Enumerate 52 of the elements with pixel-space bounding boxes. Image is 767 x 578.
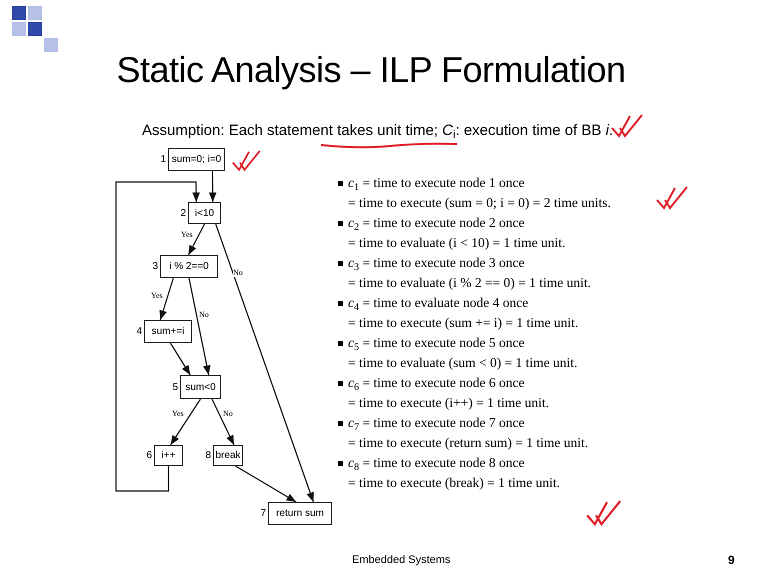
node-number: 7: [260, 507, 266, 521]
edge-label: Yes: [181, 230, 193, 239]
node-text: return sum: [276, 507, 324, 521]
formula-text: c$_{5}$ = time to execute node 5 once: [348, 334, 524, 353]
node-number: 4: [136, 325, 142, 339]
formula-text: = time to execute (sum = 0; i = 0) = 2 time units.: [348, 194, 611, 212]
arrow: [170, 342, 191, 376]
node-text: i++: [162, 449, 176, 463]
formula-text: c$_{3}$ = time to execute node 3 once: [348, 254, 524, 273]
node-text: sum<0: [185, 380, 216, 394]
formula-text: c$_{4}$ = time to evaluate node 4 once: [348, 294, 528, 313]
formula-text: c$_{6}$ = time to execute node 6 once: [348, 374, 524, 393]
arrow: [188, 278, 211, 376]
node-number: 5: [172, 380, 178, 394]
formula-text: = time to execute (break) = 1 time unit.: [348, 474, 560, 492]
node-number: 6: [146, 449, 152, 463]
node-number: 1: [160, 153, 166, 167]
edge-label: Yes: [172, 409, 184, 418]
footer-text: Embedded Systems: [352, 553, 450, 568]
node-number: 8: [205, 449, 211, 463]
formula-text: = time to evaluate (sum < 0) = 1 time unit.: [348, 354, 578, 372]
slide-title: Static Analysis – ILP Formulation: [115, 48, 627, 92]
node-text: sum+=i: [152, 325, 184, 339]
formula-text: c$_{2}$ = time to execute node 2 once: [348, 214, 524, 233]
node-text: i % 2==0: [169, 260, 209, 274]
arrow: [235, 465, 296, 503]
edge-label: No: [233, 268, 243, 277]
arrow: [188, 224, 206, 256]
assumption-text: Assumption: Each statement takes unit time; C$_{i}$: execution time of BB i.: [142, 121, 614, 142]
arrow: [170, 398, 201, 446]
node-number: 3: [152, 260, 158, 274]
formula-text: c$_{1}$ = time to execute node 1 once: [348, 174, 524, 193]
edge-label: No: [199, 310, 209, 319]
node-number: 2: [180, 206, 186, 220]
arrow: [160, 278, 174, 320]
arrow: [211, 398, 235, 446]
formula-text: = time to execute (sum += i) = 1 time unit.: [348, 314, 578, 332]
formula-text: = time to execute (return sum) = 1 time unit.: [348, 434, 588, 452]
page-number: 9: [728, 552, 735, 569]
edge-label: Yes: [151, 291, 163, 300]
node-text: break: [215, 449, 240, 463]
node-text: i<10: [194, 206, 214, 220]
formula-text: = time to evaluate (i < 10) = 1 time unit.: [348, 234, 566, 252]
arrow: [208, 171, 216, 202]
formula-text: = time to evaluate (i % 2 == 0) = 1 time unit.: [348, 274, 592, 292]
formula-text: c$_{7}$ = time to execute node 7 once: [348, 414, 524, 433]
arrow: [215, 224, 314, 502]
formula-text: = time to execute (i++) = 1 time unit.: [348, 394, 550, 412]
node-text: sum=0; i=0: [172, 153, 222, 167]
arrow: [115, 181, 200, 492]
edge-label: No: [223, 409, 233, 418]
formula-text: c$_{8}$ = time to execute node 8 once: [348, 454, 524, 473]
